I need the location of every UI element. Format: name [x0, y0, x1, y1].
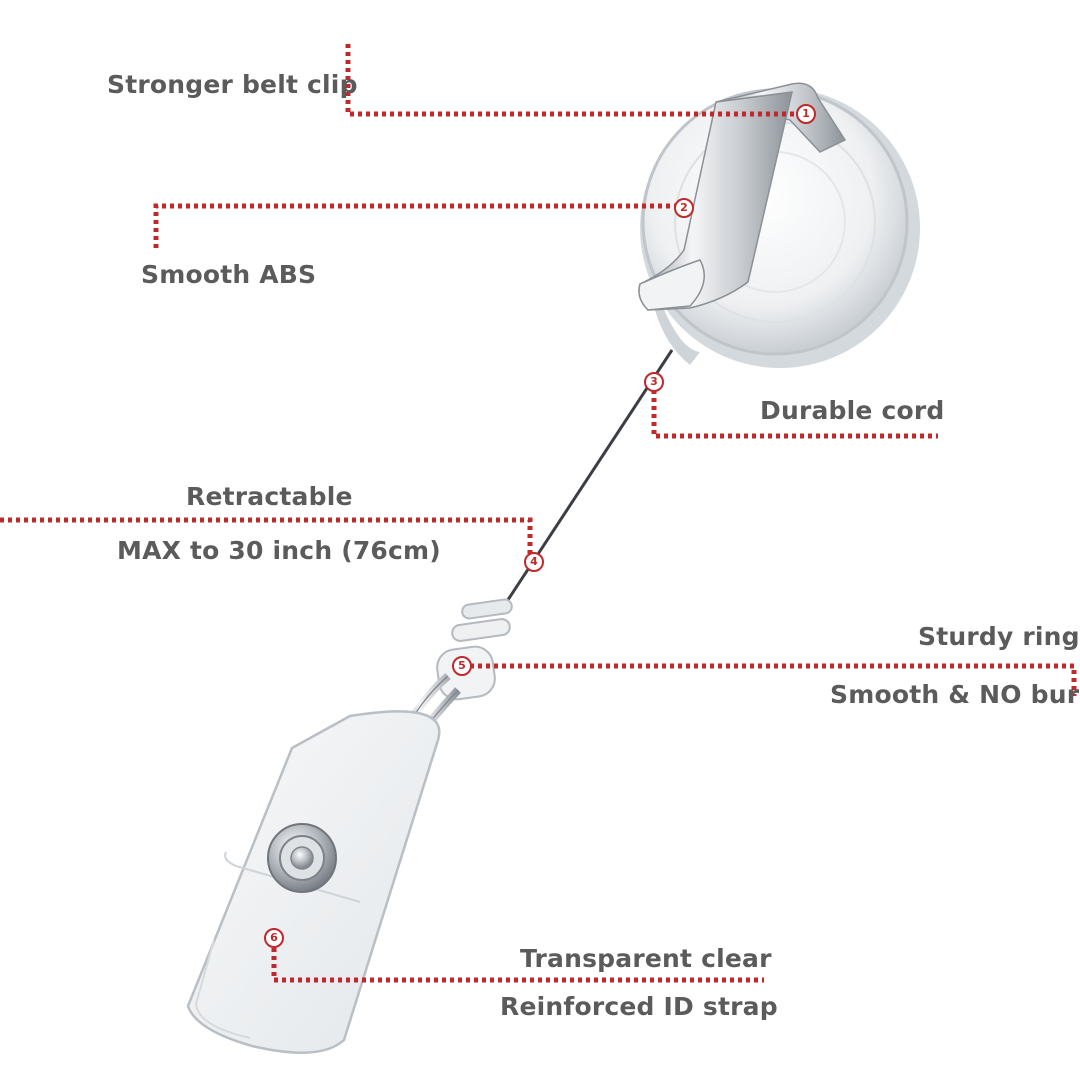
callout-badge-2: 2: [674, 198, 694, 218]
label-stronger-belt-clip: Stronger belt clip: [107, 70, 358, 99]
callout-badge-3: 3: [644, 372, 664, 392]
leader-line-6: [271, 940, 764, 983]
label-retractable: Retractable: [186, 482, 353, 511]
label-smooth-abs: Smooth ABS: [141, 260, 317, 289]
callout-badge-6: 6: [264, 928, 284, 948]
label-sturdy-ring: Sturdy ring: [918, 622, 1080, 651]
label-reinforced-id-strap: Reinforced ID strap: [500, 992, 778, 1021]
label-smooth-no-bur: Smooth & NO bur: [830, 680, 1080, 709]
leader-line-4: [0, 517, 533, 560]
leader-lines: [0, 44, 1077, 983]
belt-clip: [638, 82, 847, 311]
callout-badge-1: 1: [796, 104, 816, 124]
label-max-length: MAX to 30 inch (76cm): [117, 536, 441, 565]
label-durable-cord: Durable cord: [760, 396, 945, 425]
callout-badge-4: 4: [524, 552, 544, 572]
snap-button: [267, 823, 337, 893]
callout-badge-5: 5: [452, 656, 472, 676]
leader-line-2: [153, 203, 684, 248]
leader-line-5: [462, 663, 1077, 696]
label-transparent-clear: Transparent clear: [520, 944, 772, 973]
leader-line-3: [651, 382, 938, 439]
